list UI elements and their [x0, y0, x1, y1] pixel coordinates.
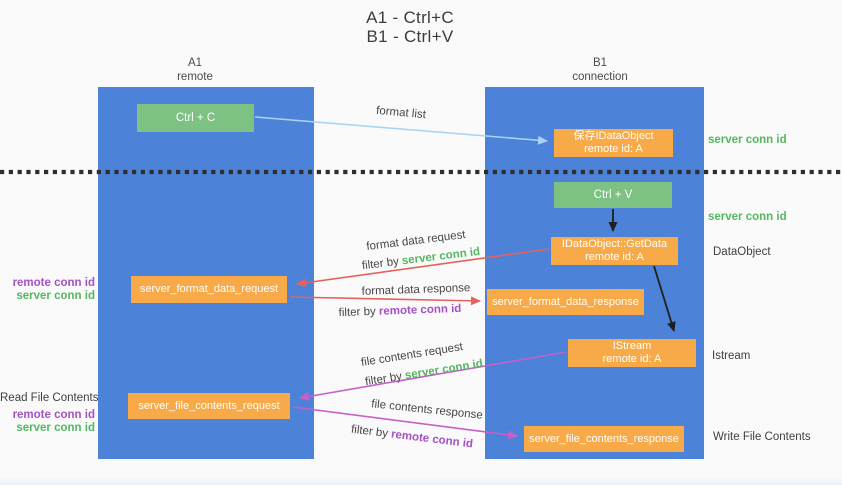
server-conn-id-text: server conn id [404, 357, 484, 382]
filter-by-text: filter by [361, 255, 400, 273]
istream-annotation: Istream [712, 350, 751, 362]
read-file-contents-annotation: Read File Contents [0, 392, 99, 404]
remote-conn-id-annotation-left-2: remote conn id [12, 409, 95, 421]
server-conn-id-annotation-mid: server conn id [708, 211, 787, 223]
ctrl-v-node: Ctrl + V [554, 182, 672, 208]
format-data-response-arrow [289, 296, 481, 306]
diagram-title: A1 - Ctrl+C B1 - Ctrl+V [310, 8, 510, 46]
server-file-contents-response-label: server_file_contents_response [529, 432, 679, 445]
format-list-label: format list [375, 104, 427, 122]
getdata-line1: IDataObject::GetData [561, 238, 668, 250]
remote-conn-id-annotation-left-1: remote conn id [12, 277, 95, 289]
getdata-line2: remote id: A [585, 251, 644, 263]
save-idataobject-node: 保存IDataObject remote id: A [554, 129, 673, 157]
server-conn-id-annotation-left-2: server conn id [16, 422, 95, 434]
remote-conn-id-text: remote conn id [378, 302, 462, 318]
ctrl-v-label: Ctrl + V [593, 188, 633, 201]
istream-line1: IStream [612, 340, 652, 352]
window-bottom-edge [0, 477, 842, 485]
filter-by-remote-conn-id-label-2: filter by remote conn id [350, 424, 473, 451]
getdata-node: IDataObject::GetData remote id: A [551, 237, 678, 265]
title-line-2: B1 - Ctrl+V [366, 27, 454, 46]
istream-node: IStream remote id: A [568, 339, 696, 367]
lane-header-b1: B1 connection [550, 56, 650, 84]
write-file-contents-annotation: Write File Contents [713, 431, 811, 443]
server-file-contents-request-node: server_file_contents_request [128, 393, 290, 419]
server-format-data-response-label: server_format_data_response [492, 295, 639, 308]
istream-line2: remote id: A [602, 353, 662, 365]
lane-a1-name: A1 [187, 57, 203, 69]
lane-header-a1: A1 remote [145, 56, 245, 84]
format-data-response-label: format data response [361, 282, 471, 298]
lane-b1-name: B1 [592, 57, 608, 69]
server-format-data-response-node: server_format_data_response [487, 289, 644, 315]
filter-by-text: filter by [364, 370, 403, 389]
file-contents-response-label: file contents response [370, 398, 484, 422]
filter-by-text: filter by [338, 305, 376, 320]
ctrl-c-label: Ctrl + C [175, 111, 216, 124]
save-idataobject-line2: remote id: A [584, 143, 643, 155]
server-format-data-request-label: server_format_data_request [139, 283, 279, 295]
server-conn-id-text: server conn id [401, 245, 481, 268]
save-idataobject-line1: 保存IDataObject [573, 130, 654, 142]
server-conn-id-annotation-left-1: server conn id [16, 290, 95, 302]
ctrl-c-node: Ctrl + C [137, 104, 254, 132]
title-line-1: A1 - Ctrl+C [366, 8, 454, 27]
filter-by-text: filter by [350, 423, 389, 440]
dataobject-annotation: DataObject [713, 246, 771, 258]
lane-b1-role: connection [572, 71, 628, 83]
server-file-contents-request-label: server_file_contents_request [138, 399, 280, 412]
server-file-contents-response-node: server_file_contents_response [524, 426, 684, 452]
remote-conn-id-text: remote conn id [390, 428, 474, 451]
lane-a1-role: remote [177, 71, 213, 83]
server-format-data-request-node: server_format_data_request [131, 276, 287, 303]
filter-by-remote-conn-id-label-1: filter by remote conn id [338, 303, 461, 319]
server-conn-id-annotation-top: server conn id [708, 134, 787, 146]
